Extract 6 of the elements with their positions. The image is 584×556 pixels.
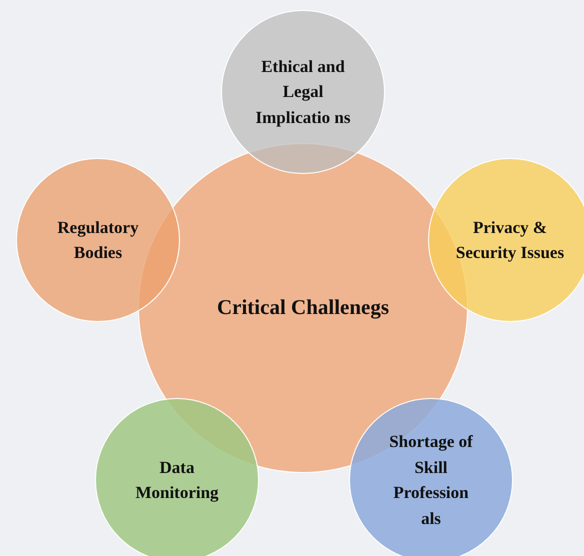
topic-label: Ethical and Legal Implicatio ns bbox=[254, 56, 352, 129]
topic-label: Critical Challenegs bbox=[216, 294, 390, 322]
topic-label: Regulatory Bodies bbox=[56, 216, 140, 264]
topic-label: Privacy & Security Issues bbox=[455, 216, 565, 264]
topic-label: Data Monitoring bbox=[134, 456, 220, 504]
topic-label: Shortage of Skill Profession als bbox=[388, 431, 474, 530]
